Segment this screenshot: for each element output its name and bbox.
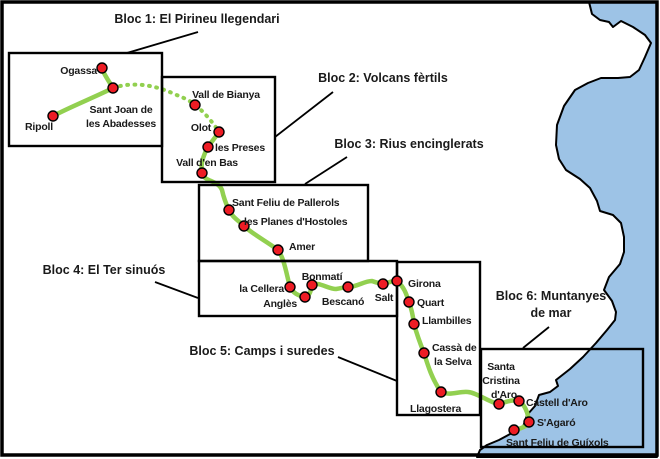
marker-les-preses	[202, 141, 214, 153]
marker-amer	[272, 244, 284, 256]
block-4-leader	[154, 281, 199, 299]
label-les-planes-dhostoles: les Planes d'Hostoles	[244, 216, 348, 228]
label-sant-feliu-de-guixols: Sant Feliu de Guíxols	[506, 437, 609, 449]
marker-llagostera	[435, 386, 447, 398]
label-vall-den-bas: Vall d'en Bas	[176, 157, 238, 169]
marker-sant-feliu-de-pallerols	[223, 204, 235, 216]
marker-ripoll	[47, 110, 59, 122]
marker-la-cellera	[284, 281, 296, 293]
block-6-box	[479, 347, 645, 449]
marker-vall-de-bianya	[189, 99, 201, 111]
block-3-title: Bloc 3: Rius encinglerats	[334, 137, 483, 151]
marker-vall-den-bas	[196, 167, 208, 179]
label-amer: Amer	[289, 241, 315, 253]
label-sant-joan-line1: Sant Joan de	[90, 104, 153, 116]
marker-castell-daro	[513, 395, 525, 407]
label-la-cellera: la Cellera	[239, 283, 284, 295]
marker-llambilles	[408, 318, 420, 330]
label-cassa-line2: la Selva	[434, 356, 472, 368]
route-dotted-segment	[111, 82, 221, 134]
marker-girona	[391, 275, 403, 287]
marker-les-planes-dhostoles	[238, 220, 250, 232]
block-5-title: Bloc 5: Camps i suredes	[189, 344, 334, 358]
block-2-leader	[274, 91, 334, 138]
block-4-box	[197, 259, 399, 318]
label-bonmati: Bonmatí	[302, 271, 344, 283]
marker-olot	[213, 126, 225, 138]
block-6-title-line1: Bloc 6: Muntanyes	[496, 289, 606, 303]
label-ogassa: Ogassa	[60, 65, 97, 77]
marker-cassa-de-la-selva	[418, 347, 430, 359]
label-santa-cristina-line3: d'Aro	[491, 389, 517, 401]
town-markers	[47, 62, 535, 436]
label-quart: Quart	[417, 297, 445, 309]
block-1-leader	[126, 31, 199, 54]
label-salt: Salt	[375, 292, 394, 304]
marker-sant-joan-de-les-abadesses	[107, 82, 119, 94]
marker-sagaro	[523, 416, 535, 428]
label-sant-feliu-de-pallerols: Sant Feliu de Pallerols	[232, 197, 340, 209]
block-5-leader	[337, 356, 398, 382]
marker-quart	[403, 296, 415, 308]
label-santa-cristina-line1: Santa	[487, 361, 515, 373]
block-2-box	[160, 75, 277, 184]
label-sant-joan-line2: les Abadesses	[86, 118, 156, 130]
marker-sant-feliu-de-guixols	[508, 424, 520, 436]
marker-bescano	[342, 281, 354, 293]
label-ripoll: Ripoll	[25, 121, 53, 133]
label-bescano: Bescanó	[322, 296, 364, 308]
block-6-leader	[522, 326, 550, 349]
label-vall-de-bianya: Vall de Bianya	[192, 89, 260, 101]
block-5-box	[395, 260, 482, 417]
marker-bonmati	[306, 279, 318, 291]
label-llambilles: Llambilles	[422, 315, 472, 327]
block-2-title: Bloc 2: Volcans fèrtils	[318, 71, 448, 85]
label-santa-cristina-line2: Cristina	[482, 375, 520, 387]
label-castell-daro: Castell d'Aro	[526, 397, 588, 409]
block-3-leader	[304, 156, 348, 185]
label-girona: Girona	[408, 278, 441, 290]
marker-ogassa	[96, 62, 108, 74]
block-6-title-line2: de mar	[531, 306, 572, 320]
marker-salt	[377, 278, 389, 290]
label-llagostera: Llagostera	[410, 403, 461, 415]
marker-santa-cristina-daro	[493, 398, 505, 410]
label-olot: Olot	[191, 122, 212, 134]
block-4-title: Bloc 4: El Ter sinuós	[43, 263, 166, 277]
block-1-title: Bloc 1: El Pirineu llegendari	[114, 12, 279, 26]
marker-angles	[299, 291, 311, 303]
label-cassa-line1: Cassà de	[432, 342, 477, 354]
label-sagaro: S'Agaró	[537, 417, 575, 429]
label-angles: Anglès	[263, 298, 297, 310]
label-les-preses: les Preses	[215, 142, 265, 154]
